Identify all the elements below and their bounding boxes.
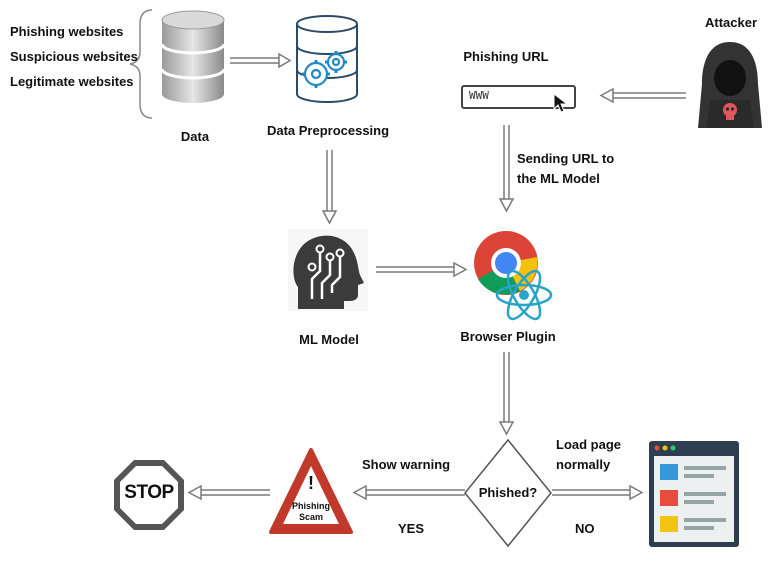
decision-label: Phished? [478, 485, 538, 500]
warning-text-line1: Phishing [292, 501, 330, 511]
edge-no: NO [575, 521, 595, 536]
ml-model-label: ML Model [299, 332, 359, 347]
attacker-icon [698, 42, 762, 128]
phishing-url-label: Phishing URL [463, 49, 549, 64]
database-icon [160, 10, 226, 103]
edge-show-warning: Show warning [362, 457, 451, 472]
chrome-icon [474, 231, 538, 295]
url-bar-text: WWW [469, 89, 489, 102]
data-label: Data [180, 129, 210, 144]
source-legitimate-websites: Legitimate websites [10, 74, 134, 89]
edge-yes: YES [398, 521, 425, 536]
edge-sending-url-line1: Sending URL to [517, 151, 615, 166]
mouse-cursor-icon [553, 92, 569, 113]
warning-exclaim: ! [308, 473, 314, 493]
warning-sign-icon [269, 448, 353, 534]
stop-sign-text: STOP [124, 482, 174, 503]
sources-brace [129, 9, 153, 119]
browser-window-icon [649, 441, 739, 547]
source-phishing-websites: Phishing websites [10, 24, 124, 39]
browser-plugin-label: Browser Plugin [460, 329, 556, 344]
arrow-plugin-to-decision [498, 352, 515, 436]
warning-text-line2: Scam [298, 512, 324, 522]
edge-sending-url-line2: the ML Model [517, 171, 600, 186]
preprocessing-label: Data Preprocessing [266, 123, 390, 138]
arrow-data-to-preprocessing [230, 52, 292, 69]
stop-sign-icon [114, 460, 184, 530]
arrow-warning-to-stop [187, 484, 270, 501]
edge-load-page-line2: normally [556, 457, 611, 472]
arrow-attacker-to-url [599, 87, 686, 104]
gear-database-icon [296, 15, 358, 103]
arrow-decision-to-browser [552, 484, 644, 501]
react-icon [495, 269, 553, 321]
attacker-label: Attacker [704, 15, 758, 30]
arrow-decision-to-warning [352, 484, 465, 501]
source-suspicious-websites: Suspicious websites [10, 49, 138, 64]
arrow-preprocessing-to-ml-model [321, 150, 338, 225]
decision-diamond [464, 438, 552, 548]
ai-head-icon [288, 229, 368, 311]
edge-load-page-line1: Load page [556, 437, 622, 452]
arrow-ml-model-to-plugin [376, 261, 468, 278]
arrow-url-to-plugin [498, 125, 515, 213]
